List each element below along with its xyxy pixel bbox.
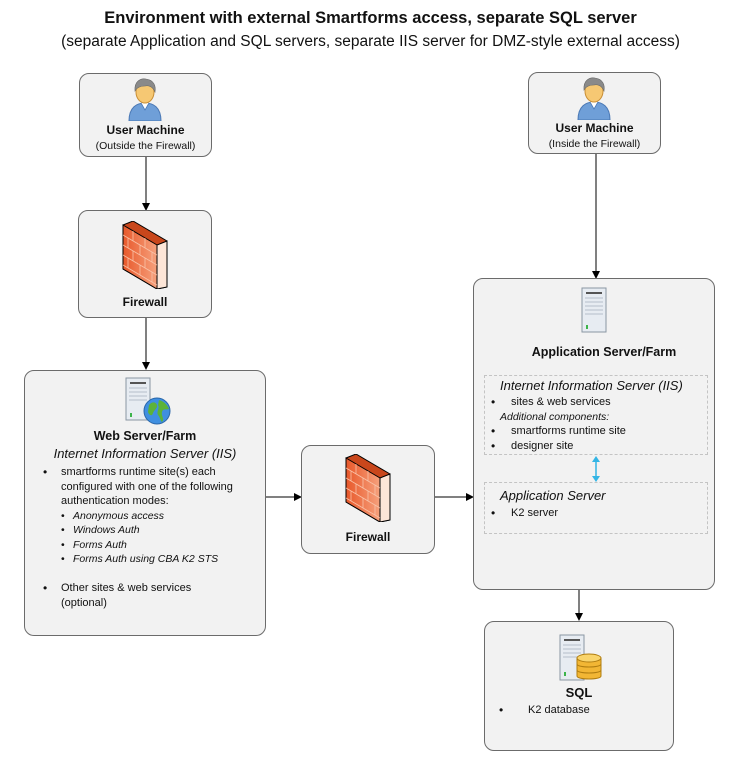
web-server-icon (125, 377, 171, 425)
node-web-server[interactable]: Web Server/Farm Internet Information Ser… (24, 370, 266, 636)
node-user-outside[interactable]: User Machine (Outside the Firewall) (79, 73, 212, 157)
node-firewall-top[interactable]: Firewall (78, 210, 212, 318)
node-label: Application Server/Farm (531, 345, 677, 359)
diagram-title: Environment with external Smartforms acc… (104, 9, 637, 27)
app-server-section: Application Server K2 server (484, 482, 708, 534)
additional-heading: Additional components: (500, 411, 610, 423)
list-item: Forms Auth using CBA K2 STS (61, 552, 259, 567)
item-text: Other sites & web services (optional) (61, 581, 192, 609)
list-item: K2 server (487, 506, 702, 521)
list-item: smartforms runtime site(s) each configur… (39, 465, 259, 509)
diagram-subtitle: (separate Application and SQL servers, s… (61, 33, 680, 50)
list-item: Other sites & web services (optional) (39, 581, 211, 611)
list-item: K2 database (495, 703, 665, 718)
user-icon (577, 77, 611, 120)
bidirectional-arrow-icon (592, 456, 600, 482)
node-label: Firewall (122, 295, 168, 309)
auth-modes-list: Anonymous access Windows Auth Forms Auth… (39, 509, 259, 567)
database-server-icon (559, 634, 602, 681)
list-item: smartforms runtime site (487, 424, 702, 439)
node-label: Firewall (345, 530, 391, 544)
list-item: sites & web services (487, 395, 702, 410)
firewall-icon (122, 221, 168, 289)
web-server-items: smartforms runtime site(s) each configur… (39, 465, 259, 611)
app-heading: Application Server (500, 488, 606, 503)
list-item: designer site (487, 439, 702, 454)
item-text: smartforms runtime site(s) each configur… (61, 466, 233, 507)
iis-section: Internet Information Server (IIS) sites … (484, 375, 708, 455)
iis-heading: Internet Information Server (IIS) (53, 446, 237, 461)
node-label: Web Server/Farm (93, 429, 197, 443)
node-user-inside[interactable]: User Machine (Inside the Firewall) (528, 72, 661, 154)
node-label: User Machine (106, 123, 185, 137)
server-icon (581, 287, 607, 333)
node-sql[interactable]: SQL K2 database (484, 621, 674, 751)
node-label: SQL (565, 685, 593, 700)
list-item: Forms Auth (61, 538, 259, 553)
node-label: User Machine (555, 121, 634, 135)
iis-heading: Internet Information Server (IIS) (500, 378, 683, 393)
node-app-server[interactable]: Application Server/Farm Internet Informa… (473, 278, 715, 590)
node-sublabel: (Outside the Firewall) (95, 140, 196, 152)
list-item: Anonymous access (61, 509, 259, 524)
user-icon (128, 78, 162, 121)
list-item: Windows Auth (61, 523, 259, 538)
node-sublabel: (Inside the Firewall) (548, 138, 641, 150)
node-firewall-middle[interactable]: Firewall (301, 445, 435, 554)
firewall-icon (345, 454, 391, 522)
